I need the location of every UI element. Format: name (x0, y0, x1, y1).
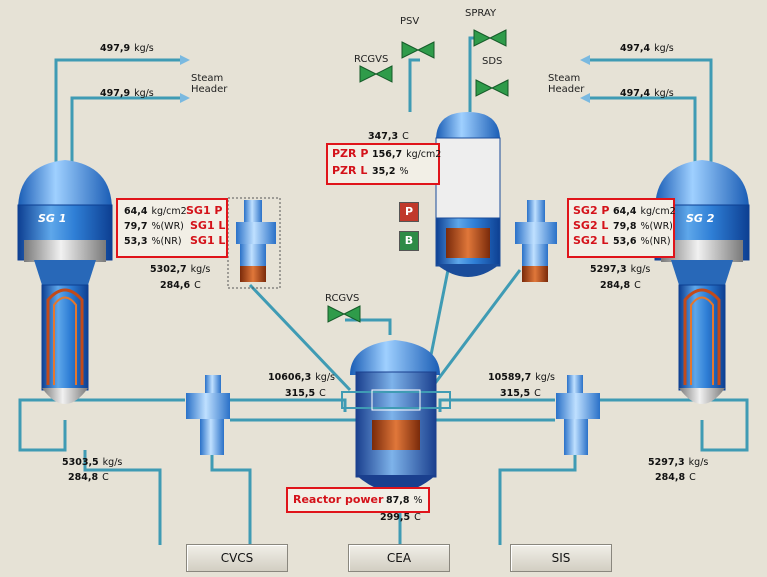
valve-icons (327, 29, 509, 323)
sg1-wr-tag: SG1 L (190, 219, 226, 232)
cvcs-button[interactable]: CVCS (186, 544, 288, 572)
coolant-pump-2b (556, 375, 600, 455)
cea-button[interactable]: CEA (348, 544, 450, 572)
steam-generator-1 (17, 160, 113, 404)
reactor-vessel (341, 340, 451, 493)
sg1-name: SG 1 (38, 212, 67, 225)
rcgvs-top-label: RCGVS (354, 54, 389, 65)
pressurizer (435, 112, 501, 277)
sis-button[interactable]: SIS (510, 544, 612, 572)
steam-header-right: Steam Header (548, 73, 585, 95)
reactor-power-label: Reactor power (293, 493, 384, 506)
pzr-pressure-tag: PZR P (332, 147, 369, 160)
sg1-pressure-tag: SG1 P (186, 204, 223, 217)
reactor-power-box: Reactor power 87,8% (286, 487, 430, 513)
coolant-pump-1a (227, 197, 281, 289)
coolant-pump-1b (186, 375, 230, 455)
steam-header-left: Steam Header (191, 73, 228, 95)
sg2-wr-tag: SG2 L (573, 219, 609, 232)
psv-label: PSV (400, 16, 420, 27)
coolant-pump-2a (515, 200, 557, 282)
pzr-level-tag: PZR L (332, 164, 368, 177)
sg2-name: SG 2 (686, 212, 715, 225)
pzr-b-button[interactable]: B (399, 231, 419, 251)
sg2-nr-tag: SG2 L (573, 234, 609, 247)
spray-label: SPRAY (465, 8, 497, 19)
sg2-pressure-tag: SG2 P (573, 204, 610, 217)
arrowheads (180, 55, 590, 103)
rcgvs-mid-label: RCGVS (325, 293, 360, 304)
pzr-p-button[interactable]: P (399, 202, 419, 222)
steam-generator-2 (654, 160, 750, 404)
sg1-nr-tag: SG1 L (190, 234, 226, 247)
sds-label: SDS (482, 56, 503, 67)
